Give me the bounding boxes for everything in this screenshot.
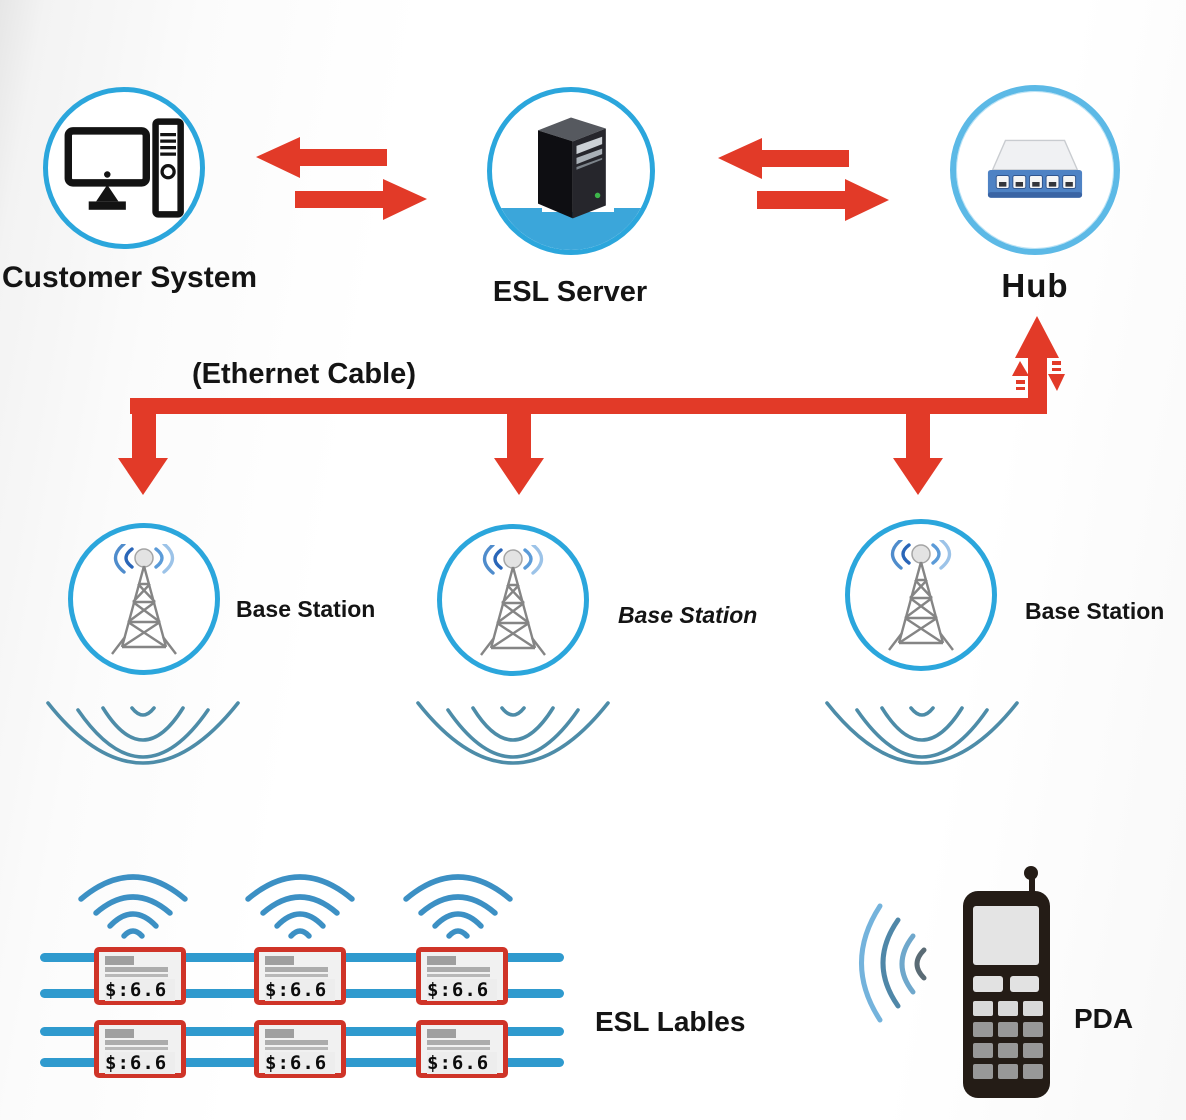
pda-key	[1023, 1064, 1043, 1079]
esl-tag: $:6.6	[416, 1020, 508, 1078]
uplink-arrow-icon	[1012, 361, 1029, 390]
arrow-left-icon	[256, 137, 387, 178]
pda-softkey	[973, 976, 1003, 992]
tag-text-bar	[265, 974, 328, 977]
tag-text-bar	[427, 1040, 490, 1045]
base-station-node	[68, 523, 220, 675]
base-station-label: Base Station	[236, 596, 376, 622]
pda-antenna-icon	[1024, 866, 1038, 880]
hub-node	[950, 85, 1120, 255]
server-tower-icon	[538, 117, 606, 219]
esl-labels-section-label: ESL Lables	[595, 1006, 746, 1037]
arrow-down-icon	[494, 458, 544, 495]
riser-stem	[1028, 356, 1047, 400]
tag-wifi-icon	[78, 874, 513, 939]
tag-text-bar	[105, 1040, 168, 1045]
esl-tag: $:6.6	[94, 1020, 186, 1078]
tag-text-bar	[105, 967, 168, 972]
tag-text-bar	[265, 1047, 328, 1050]
arrow-up-icon	[1015, 316, 1059, 358]
tag-text-bar	[427, 974, 490, 977]
arrow-down-icon	[893, 458, 943, 495]
tag-text-bar	[105, 1047, 168, 1050]
drop-stem-3	[906, 414, 930, 458]
pda-key	[973, 1022, 993, 1037]
base-station-ripples-icon	[46, 701, 1019, 765]
esl-server-label: ESL Server	[492, 276, 648, 308]
tag-price: $:6.6	[105, 979, 175, 1001]
tag-text-bar	[105, 1029, 135, 1038]
pda-antenna-icon	[1029, 878, 1035, 898]
drop-stem-2	[507, 414, 531, 458]
desktop-computer-icon	[64, 118, 184, 218]
esl-tag: $:6.6	[254, 1020, 346, 1078]
pda-key	[1023, 1022, 1043, 1037]
pda-key	[998, 1001, 1018, 1016]
tag-text-bar	[265, 1029, 295, 1038]
customer-system-node	[43, 87, 205, 249]
pda-screen	[973, 906, 1039, 965]
base-station-node	[437, 524, 589, 676]
tag-price: $:6.6	[105, 1052, 175, 1074]
tag-text-bar	[427, 1047, 490, 1050]
esl-tag: $:6.6	[94, 947, 186, 1005]
pda-key	[998, 1022, 1018, 1037]
arrows-customer-server	[256, 137, 427, 220]
tag-text-bar	[265, 956, 295, 965]
arrow-right-icon	[295, 179, 427, 220]
esl-tag: $:6.6	[254, 947, 346, 1005]
tag-text-bar	[427, 1029, 457, 1038]
pda-key	[998, 1043, 1018, 1058]
ethernet-trunk	[118, 316, 1065, 495]
trunk-bar	[130, 398, 1047, 414]
base-station-label: Base Station	[618, 602, 758, 628]
tag-price: $:6.6	[427, 979, 497, 1001]
tag-price: $:6.6	[427, 1052, 497, 1074]
downlink-arrow-icon	[1048, 361, 1065, 391]
pda-key	[973, 1043, 993, 1058]
pda-signal-icon	[859, 903, 927, 1023]
base-station-label: Base Station	[1025, 598, 1165, 624]
tag-text-bar	[105, 956, 135, 965]
arrow-left-icon	[718, 138, 849, 179]
drop-stem-1	[132, 414, 156, 458]
esl-server-node	[487, 87, 655, 255]
arrow-down-icon	[118, 458, 168, 495]
tag-text-bar	[427, 967, 490, 972]
ethernet-cable-label: (Ethernet Cable)	[192, 358, 416, 390]
antenna-tower-icon	[888, 540, 954, 651]
arrows-server-hub	[718, 138, 889, 221]
pda-key	[973, 1064, 993, 1079]
network-switch-icon	[987, 139, 1083, 198]
antenna-tower-icon	[111, 544, 177, 655]
tag-text-bar	[427, 956, 457, 965]
tag-price: $:6.6	[265, 979, 335, 1001]
tag-text-bar	[105, 974, 168, 977]
hub-label: Hub	[1001, 267, 1069, 304]
pda-label: PDA	[1074, 1003, 1134, 1034]
pda-key	[1023, 1001, 1043, 1016]
base-station-node	[845, 519, 997, 671]
pda-softkey	[1010, 976, 1039, 992]
pda-key	[998, 1064, 1018, 1079]
antenna-tower-icon	[480, 545, 546, 656]
handheld-pda-icon	[963, 891, 1050, 1098]
arrow-right-icon	[757, 179, 889, 221]
pda-key	[973, 1001, 993, 1016]
customer-system-label: Customer System	[2, 261, 258, 294]
tag-text-bar	[265, 1040, 328, 1045]
esl-tag: $:6.6	[416, 947, 508, 1005]
pda-key	[1023, 1043, 1043, 1058]
tag-text-bar	[265, 967, 328, 972]
tag-price: $:6.6	[265, 1052, 335, 1074]
pda-keypad	[973, 1001, 1043, 1079]
